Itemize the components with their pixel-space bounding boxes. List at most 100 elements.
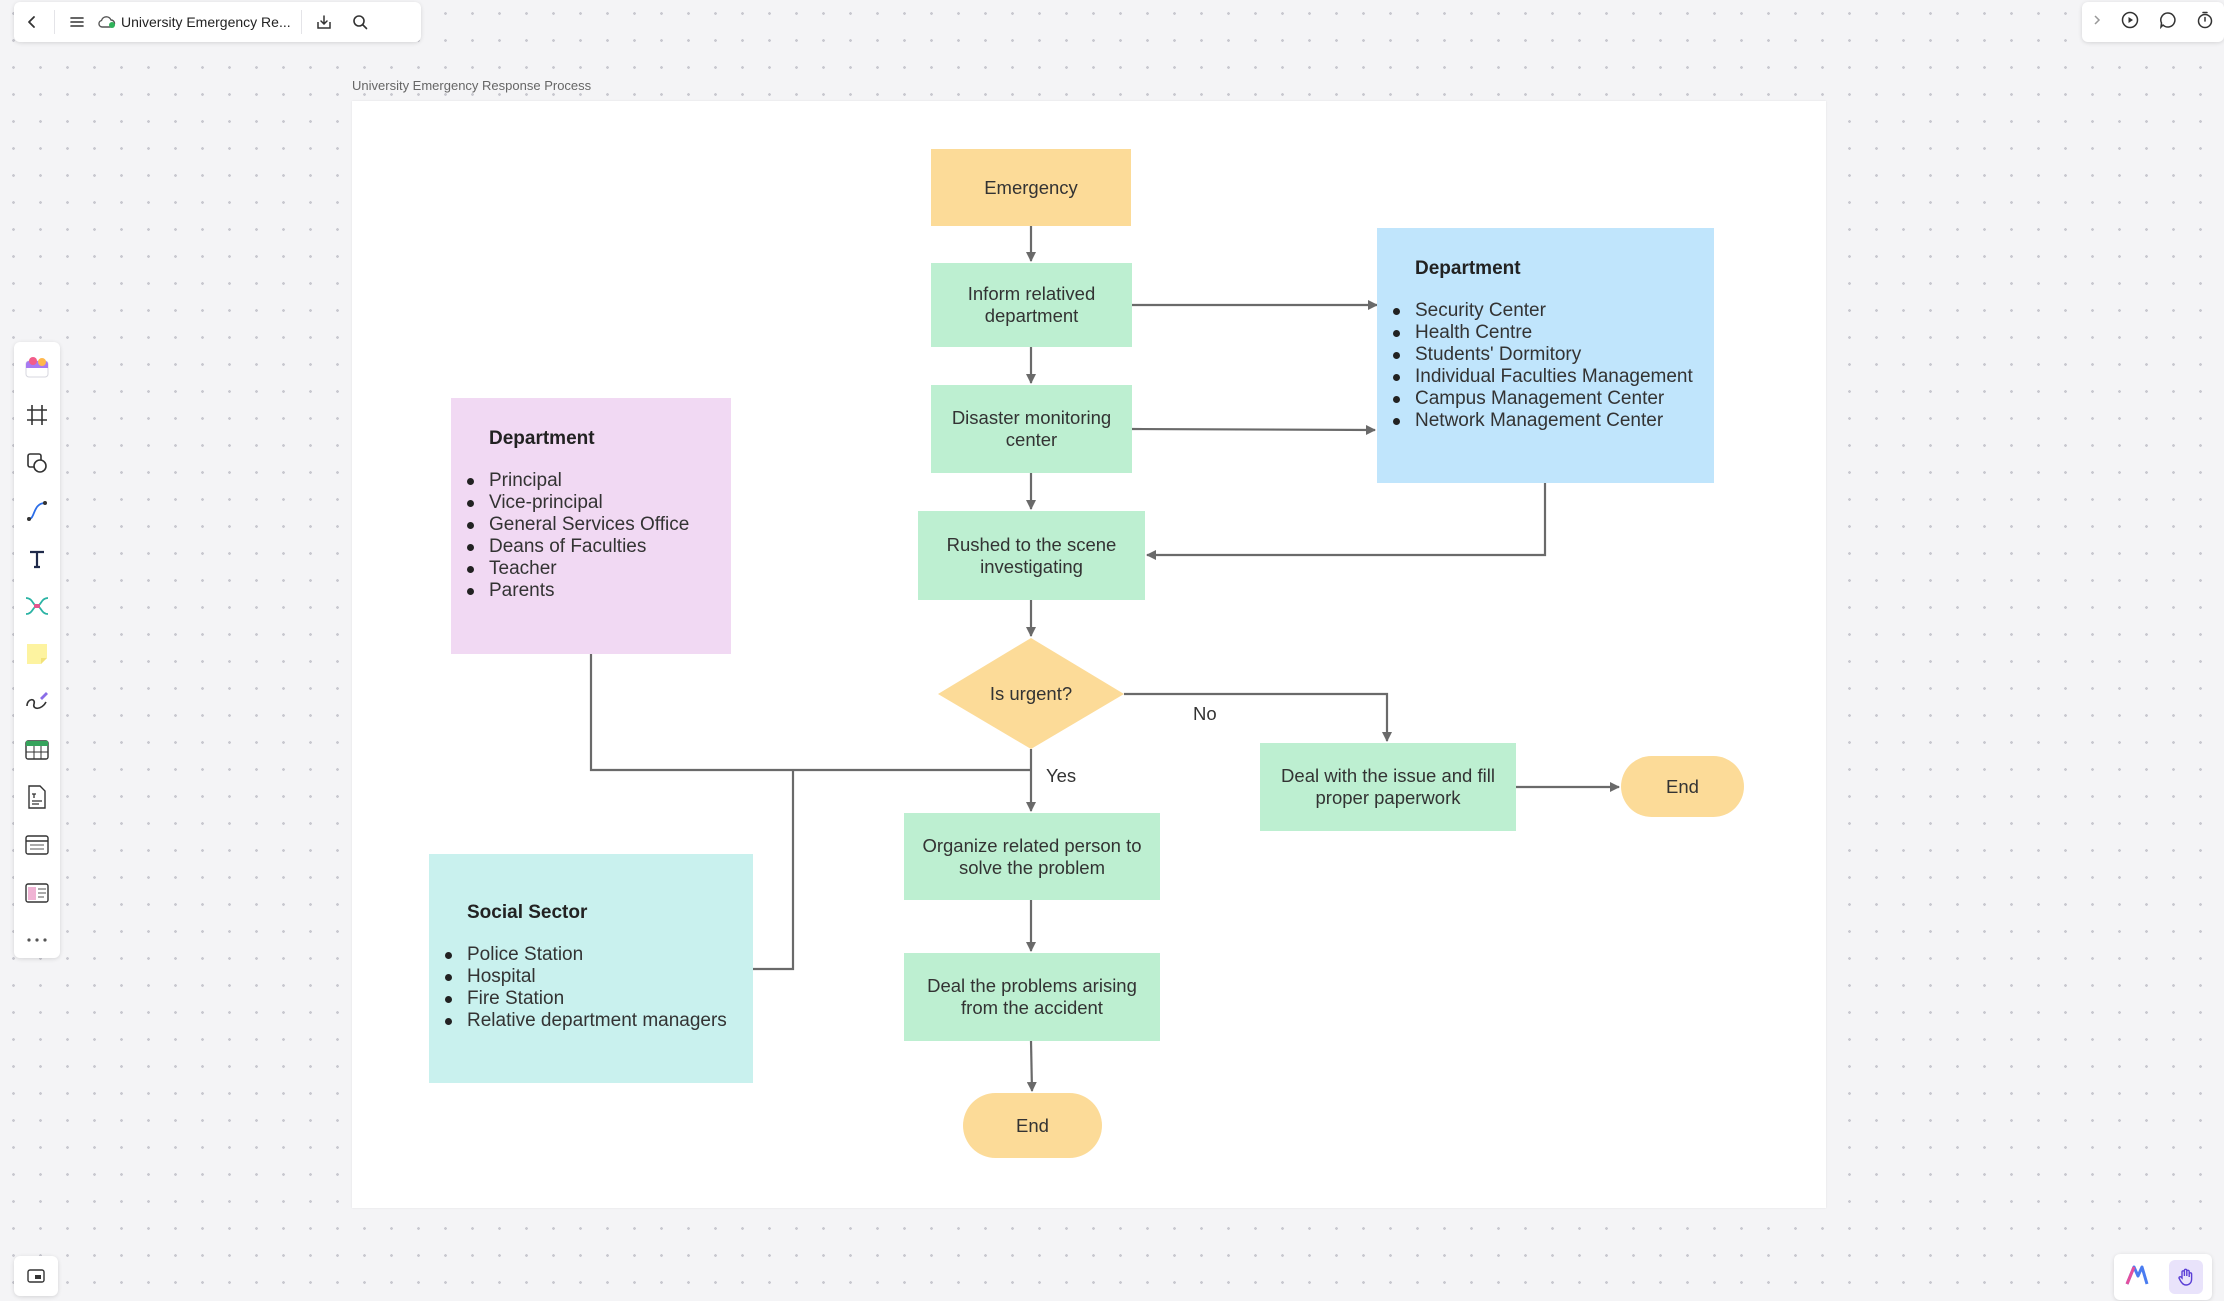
divider <box>300 10 302 34</box>
decision-diamond <box>938 638 1124 749</box>
edge-urgent-no <box>1124 692 1392 742</box>
connector-tool[interactable] <box>21 495 53 527</box>
search-icon <box>352 15 367 30</box>
table-icon <box>25 740 49 760</box>
edge-label-no: No <box>1193 703 1217 724</box>
node-deal-issue[interactable]: Deal with the issue and fill proper pape… <box>1260 743 1516 831</box>
node-organize-person[interactable]: Organize related person to solve the pro… <box>904 813 1160 900</box>
node-is-urgent[interactable]: Is urgent? <box>989 683 1073 704</box>
mindmap-icon <box>25 597 49 615</box>
list-item: Hospital <box>445 966 733 988</box>
layout-tool[interactable] <box>21 877 53 909</box>
list-item: Vice-principal <box>467 492 711 514</box>
card-department-right[interactable]: Department Security Center Health Centre… <box>1377 228 1714 483</box>
more-tools-button[interactable] <box>21 924 53 956</box>
cloud-sync-status[interactable] <box>95 2 119 42</box>
sticky-note-tool[interactable] <box>21 638 53 670</box>
node-emergency[interactable]: Emergency <box>931 149 1131 226</box>
list-item: Relative department managers <box>445 1010 733 1032</box>
frame-icon <box>27 405 47 425</box>
document-title[interactable]: University Emergency Re... <box>121 14 291 30</box>
more-horizontal-icon <box>27 938 47 942</box>
chevron-right-icon <box>2094 14 2100 25</box>
top-toolbar: University Emergency Re... <box>14 2 421 42</box>
minimap-button[interactable] <box>14 1256 58 1296</box>
minimap-icon <box>27 1269 45 1283</box>
list-item: Individual Faculties Management <box>1393 366 1693 387</box>
list-item: General Services Office <box>467 514 711 536</box>
layout-icon <box>25 883 49 903</box>
frame-title[interactable]: University Emergency Response Process <box>352 78 592 93</box>
hand-tool-button[interactable] <box>2168 1260 2203 1294</box>
card-title: Social Sector <box>467 902 588 923</box>
comment-button[interactable] <box>2158 10 2178 35</box>
card-title: Department <box>1415 258 1521 279</box>
card-list: Security Center Health Centre Students' … <box>1393 300 1694 432</box>
list-tool[interactable] <box>21 829 53 861</box>
edge-monitoring-department <box>1131 424 1376 435</box>
ai-logo-icon <box>2125 1265 2148 1285</box>
shape-tool[interactable] <box>21 447 53 479</box>
ai-assistant-button[interactable] <box>2124 1264 2150 1291</box>
left-toolbar <box>14 342 60 958</box>
list-item: Deans of Faculties <box>467 536 711 558</box>
mindmap-tool[interactable] <box>21 590 53 622</box>
node-end-main[interactable]: End <box>963 1093 1102 1158</box>
play-icon <box>2122 11 2139 28</box>
hand-icon <box>2177 1268 2192 1286</box>
list-item: Teacher <box>467 558 711 580</box>
list-item: Campus Management Center <box>1393 388 1694 410</box>
edge-label-yes: Yes <box>1046 765 1077 786</box>
list-item: Students' Dormitory <box>1393 344 1694 366</box>
card-list: Police Station Hospital Fire Station Rel… <box>445 944 733 1032</box>
shape-icon <box>27 453 47 473</box>
node-deal-problems[interactable]: Deal the problems arising from the accid… <box>904 953 1160 1041</box>
sticky-note-icon <box>27 644 47 664</box>
back-button[interactable] <box>14 2 50 42</box>
download-button[interactable] <box>306 2 342 42</box>
frame-tool[interactable] <box>21 399 53 431</box>
text-tool[interactable] <box>21 543 53 575</box>
edge-deal-end <box>1026 1040 1037 1092</box>
pen-icon <box>26 692 48 710</box>
present-button[interactable] <box>2120 10 2140 35</box>
text-icon <box>30 550 44 569</box>
list-item: Police Station <box>445 944 733 966</box>
card-title: Department <box>489 428 595 449</box>
card-list: Principal Vice-principal General Service… <box>467 470 711 602</box>
comment-icon <box>2159 11 2176 29</box>
menu-button[interactable] <box>59 2 95 42</box>
connector-icon <box>27 501 47 521</box>
document-icon <box>28 785 46 809</box>
chevron-left-icon <box>28 16 35 28</box>
bottom-right-toolbar <box>2114 1254 2212 1300</box>
list-icon <box>25 835 49 855</box>
edge-leftdept-join <box>589 654 1031 772</box>
timer-button[interactable] <box>2195 10 2215 35</box>
list-item: Parents <box>467 580 711 602</box>
table-tool[interactable] <box>21 734 53 766</box>
node-disaster-monitoring[interactable]: Disaster monitoring center <box>931 385 1132 473</box>
divider <box>54 10 55 34</box>
menu-icon <box>70 17 84 27</box>
node-inform-department[interactable]: Inform relatived department <box>931 263 1132 347</box>
cloud-check-icon <box>98 16 116 28</box>
timer-icon <box>2198 11 2213 28</box>
top-right-toolbar <box>2082 2 2224 42</box>
card-department-left[interactable]: Department Principal Vice-principal Gene… <box>451 398 731 654</box>
document-tool[interactable] <box>21 781 53 813</box>
list-item: Network Management Center <box>1393 410 1694 432</box>
node-end-right[interactable]: End <box>1621 756 1744 817</box>
edge-department-rushed <box>1146 483 1547 560</box>
download-icon <box>316 15 331 29</box>
templates-icon <box>25 357 49 378</box>
collapse-button[interactable] <box>2091 13 2103 32</box>
node-rushed-scene[interactable]: Rushed to the scene investigating <box>918 511 1145 600</box>
list-item: Health Centre <box>1393 322 1694 344</box>
templates-tool[interactable] <box>21 352 53 384</box>
search-button[interactable] <box>342 2 378 42</box>
list-item: Fire Station <box>445 988 733 1010</box>
pen-tool[interactable] <box>21 686 53 718</box>
card-social-sector[interactable]: Social Sector Police Station Hospital Fi… <box>429 854 753 1083</box>
